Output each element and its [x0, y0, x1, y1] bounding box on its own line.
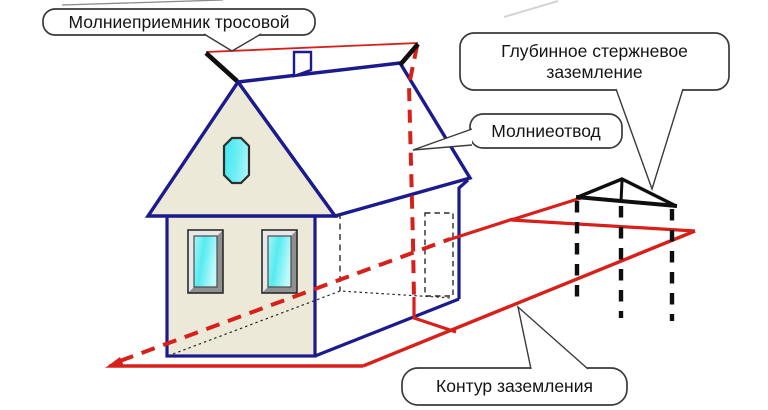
cropped-line-top-center: [503, 0, 559, 18]
callout-bubble-cable-air-terminal: [42, 8, 316, 36]
rod-frame-bar: [575, 195, 678, 208]
window-bevel-dark: [262, 230, 297, 293]
callout-tail-ground-loop: [516, 305, 589, 370]
callout-tail-cable-air-terminal: [203, 33, 262, 52]
callout-bubble-down-conductor: [469, 113, 623, 149]
window-glass: [193, 235, 218, 288]
cropped-line-top-left: [61, 0, 224, 6]
front-window-left: [187, 229, 224, 294]
lightning-conductors: [105, 42, 696, 368]
window-outline: [187, 229, 224, 294]
window-bevel-light: [262, 230, 297, 293]
callouts: [42, 8, 730, 406]
down-conductor-dashed: [406, 45, 419, 300]
base-rear-edge: [314, 297, 460, 358]
window-bevel-light: [188, 230, 223, 293]
cable-mast-right: [398, 42, 420, 67]
ground-loop-right-edge: [362, 229, 696, 368]
window-glass: [267, 235, 292, 288]
link-to-rod-grounding: [510, 196, 582, 222]
ground-loop-hidden-section: [119, 237, 451, 363]
window-outline: [261, 229, 298, 294]
ground-loop-junction: [447, 217, 514, 242]
front-window-right: [261, 229, 298, 294]
callout-tail-deep-rod-grounding: [615, 88, 684, 192]
hidden-door-outline: [424, 212, 454, 297]
deep-rod-grounding: [574, 177, 678, 321]
rear-corner-edge: [457, 178, 470, 299]
down-conductor-ground-bend: [412, 297, 457, 334]
callout-bubble-ground-loop: [401, 367, 628, 406]
attic-window: [222, 136, 251, 185]
house: [144, 50, 473, 358]
ground-loop-far-edge: [510, 218, 696, 233]
hidden-base-line: [172, 290, 453, 355]
chimney: [292, 50, 313, 78]
callout-bubble-deep-rod-grounding: [459, 32, 730, 91]
cable-mast-left: [204, 51, 239, 83]
air-terminal-cable: [205, 42, 419, 53]
rod-frame-post: [619, 180, 624, 203]
callout-tail-down-conductor: [412, 128, 473, 151]
window-bevel-dark: [188, 230, 223, 293]
